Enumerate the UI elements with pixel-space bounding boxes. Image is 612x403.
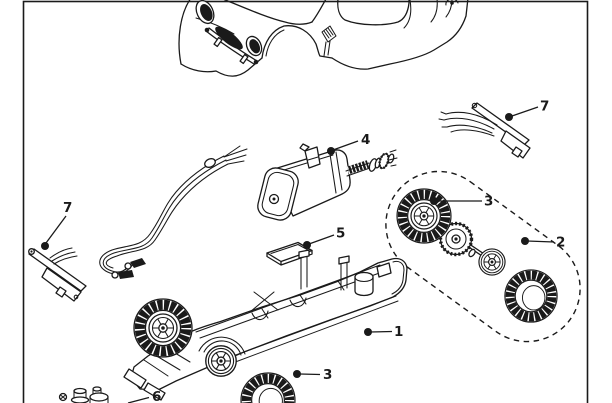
callout-front-tire: 3 xyxy=(293,367,332,383)
crown-gear xyxy=(438,221,474,257)
callout-guide-blade-left: 7 xyxy=(41,200,72,250)
callout-label: 5 xyxy=(336,226,345,242)
callout-guide-blade-right: 7 xyxy=(505,99,549,121)
rear-tire xyxy=(505,270,557,322)
callout-rear-axle-assembly: 2 xyxy=(521,235,565,251)
callout-dot xyxy=(505,113,513,121)
rear-axle-assembly-illustration xyxy=(385,170,581,343)
wire-harness-illustration xyxy=(99,145,248,279)
callout-leader xyxy=(369,330,393,333)
callout-leader xyxy=(511,106,539,117)
callout-leader xyxy=(526,240,555,243)
callout-motor: 4 xyxy=(327,132,370,155)
callout-dot xyxy=(521,237,529,245)
callout-label: 6 xyxy=(152,389,161,403)
callout-dot xyxy=(303,241,311,249)
callout-label: 2 xyxy=(556,235,565,251)
clipped-screw-icon xyxy=(445,0,459,6)
callout-label: 7 xyxy=(540,99,549,115)
callout-rear-wheel-tire: 3 xyxy=(430,194,493,210)
car-body-illustration xyxy=(178,0,469,77)
callout-chassis: 1 xyxy=(364,324,403,340)
chassis-front-wheel xyxy=(134,299,192,357)
magnet-plate-illustration xyxy=(266,241,313,266)
callout-label: 4 xyxy=(361,132,370,148)
callout-guide-mount: 6 xyxy=(127,389,161,403)
callout-label: 3 xyxy=(323,367,332,383)
callout-dot xyxy=(327,147,335,155)
chassis-illustration xyxy=(123,249,408,401)
callout-magnet-plate: 5 xyxy=(303,226,345,249)
callout-leader xyxy=(127,396,150,403)
chassis-front-hub xyxy=(205,345,237,377)
callout-dot xyxy=(430,197,438,205)
callout-leader xyxy=(299,373,321,376)
guide-blade-braids-right-illustration xyxy=(438,102,531,159)
callout-dot xyxy=(364,328,372,336)
callout-label: 1 xyxy=(394,324,403,340)
callout-leader xyxy=(308,234,335,245)
front-tire-illustration xyxy=(241,373,295,403)
rear-wheel-with-tire xyxy=(397,189,451,243)
rear-hub xyxy=(478,248,506,276)
callout-dot xyxy=(41,242,49,250)
guide-mount-illustration xyxy=(58,386,109,403)
callouts: 1 2 3 3 4 5 6 xyxy=(41,99,565,403)
motor-illustration xyxy=(257,143,398,221)
guide-blade-braids-left-illustration xyxy=(28,247,87,302)
callout-leader xyxy=(332,140,359,151)
callout-dot xyxy=(293,370,301,378)
callout-label: 3 xyxy=(484,194,493,210)
callout-label: 7 xyxy=(63,200,72,216)
assembly-dashed-outline xyxy=(385,170,581,343)
diagram-border xyxy=(22,0,589,403)
callout-leader xyxy=(45,215,67,244)
